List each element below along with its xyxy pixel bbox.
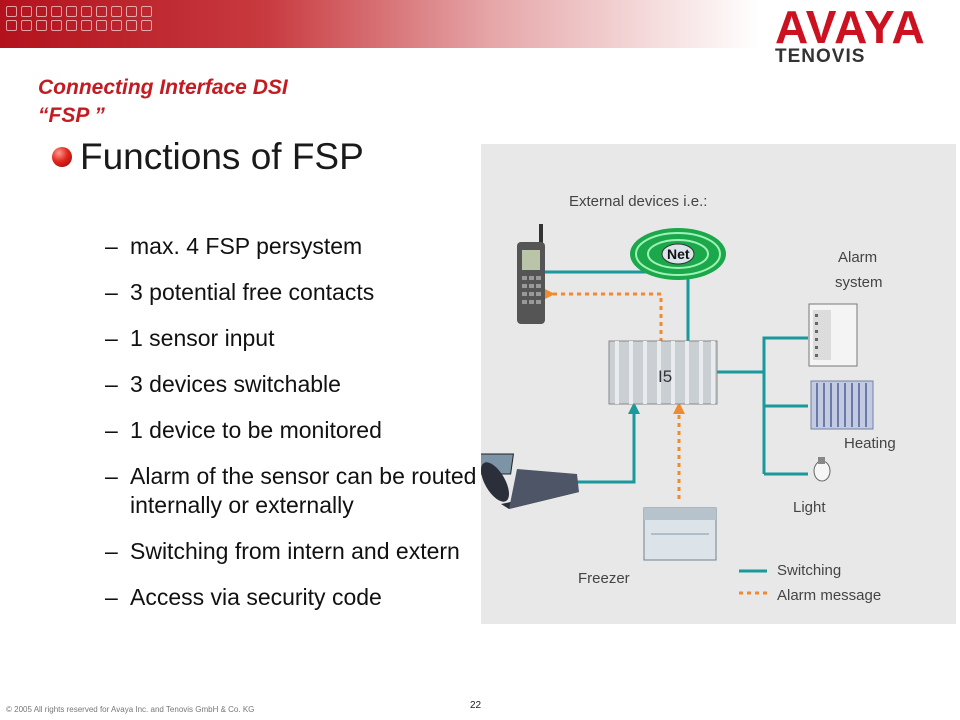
- copyright-notice: © 2005 All rights reserved for Avaya Inc…: [6, 705, 255, 714]
- list-item: –3 devices switchable: [105, 371, 341, 397]
- switching-arrow-icon: [628, 402, 640, 414]
- freezer-icon: [643, 507, 717, 561]
- fsp-box: [608, 340, 718, 405]
- mobile-phone-icon: [517, 224, 545, 324]
- section-heading: Functions of FSP: [52, 136, 364, 178]
- list-item: –1 sensor input: [105, 325, 275, 351]
- alarm-panel-icon: [808, 303, 858, 367]
- feature-list: –max. 4 FSP persystem –3 potential free …: [105, 232, 485, 629]
- diagram-panel: External devices i.e.: Net I5 Alarm syst…: [481, 144, 956, 624]
- external-devices-label: External devices i.e.:: [569, 193, 708, 210]
- alarm-arrow-icon: [673, 402, 685, 414]
- logo-wordmark: AVAYA: [775, 1, 926, 53]
- freezer-label: Freezer: [578, 570, 630, 587]
- alarm-lines: [543, 292, 681, 499]
- header-band: [0, 0, 760, 48]
- list-item: –Alarm of the sensor can be routed inter…: [105, 463, 477, 518]
- network-icon: [630, 228, 726, 280]
- alarm-label-line2: system: [835, 274, 883, 291]
- alarm-arrow-icon: [543, 288, 555, 300]
- radiator-icon: [810, 380, 874, 430]
- light-bulb-icon: [813, 457, 831, 482]
- page-number: 22: [470, 700, 482, 711]
- list-item: –Access via security code: [105, 584, 382, 610]
- list-item: –Switching from intern and extern: [105, 538, 460, 564]
- heating-label: Heating: [844, 435, 896, 452]
- title-line-2: “FSP ”: [38, 104, 105, 127]
- diagram-canvas: [481, 224, 874, 595]
- legend-alarm-label: Alarm message: [777, 587, 882, 604]
- legend-switching-label: Switching: [777, 562, 842, 579]
- list-item: –max. 4 FSP persystem: [105, 233, 363, 259]
- net-label: Net: [667, 246, 690, 262]
- bullet-icon: [52, 147, 72, 167]
- logo-subtitle: TENOVIS: [775, 46, 866, 67]
- header-pattern: [6, 6, 153, 31]
- desk-phone-icon: [481, 453, 579, 509]
- list-item: –3 potential free contacts: [105, 279, 375, 305]
- fsp-box-label: I5: [658, 367, 673, 386]
- brand-logo: AVAYA TENOVIS: [775, 1, 953, 68]
- alarm-label-line1: Alarm: [838, 249, 878, 266]
- heading-text: Functions of FSP: [80, 136, 364, 177]
- list-item: –1 device to be monitored: [105, 417, 382, 443]
- slide-title: Connecting Interface DSI “FSP ”: [38, 74, 288, 130]
- title-line-1: Connecting Interface DSI: [38, 76, 288, 99]
- light-label: Light: [793, 499, 826, 516]
